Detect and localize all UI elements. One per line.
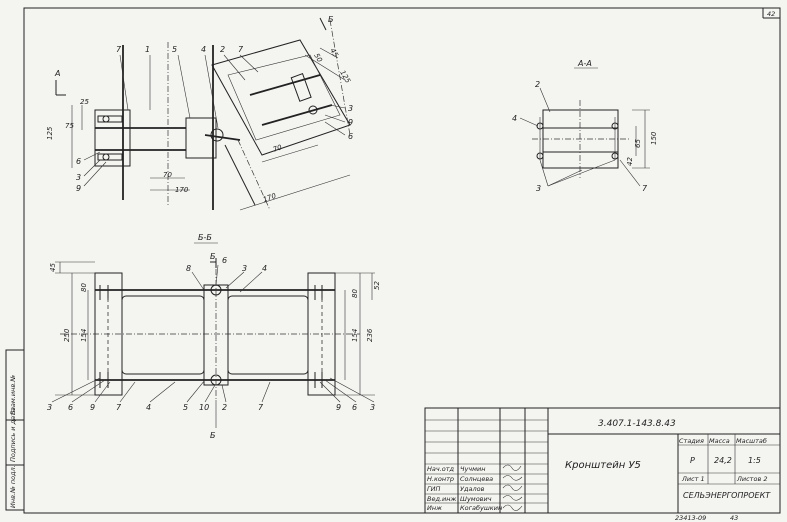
aa-view-title: А-А bbox=[577, 59, 592, 68]
aa-dim-42: 42 bbox=[626, 157, 634, 166]
bb-bot-9b: 9 bbox=[336, 403, 341, 412]
scale-header: Масштаб bbox=[736, 437, 767, 445]
sig-name-3: Шумович bbox=[460, 495, 492, 503]
part-5: 5 bbox=[172, 45, 177, 54]
part-7a: 7 bbox=[116, 45, 122, 54]
bb-dim-154l: 154 bbox=[80, 329, 88, 342]
bb-dim-250: 250 bbox=[63, 328, 71, 342]
bb-bot-4: 4 bbox=[146, 403, 151, 412]
dim-70a: 70 bbox=[163, 171, 172, 179]
page-number: 43 bbox=[730, 514, 738, 522]
bb-bot-2: 2 bbox=[222, 403, 227, 412]
dim-45: 45 bbox=[328, 47, 340, 59]
stamp-sign: Подпись и дата bbox=[9, 408, 17, 462]
dim-70b: 70 bbox=[272, 143, 284, 154]
bb-bot-6b: 6 bbox=[352, 403, 357, 412]
bb-view-title: Б-Б bbox=[198, 233, 212, 242]
part-3b: 3 bbox=[76, 173, 81, 182]
sig-name-2: Удалов bbox=[460, 485, 485, 493]
aa-part-3: 3 bbox=[536, 184, 541, 193]
part-1: 1 bbox=[145, 45, 150, 54]
sheets-label: Листов 2 bbox=[736, 475, 767, 483]
bb-bot-3a: 3 bbox=[47, 403, 52, 412]
sig-role-2: ГИП bbox=[427, 485, 440, 493]
dim-75: 75 bbox=[65, 122, 74, 130]
dim-125: 125 bbox=[46, 126, 54, 140]
sig-role-3: Вед.инж bbox=[427, 495, 456, 503]
aa-part-4: 4 bbox=[512, 114, 517, 123]
sig-name-4: Когабушкин bbox=[460, 504, 502, 512]
sig-role-4: Инж bbox=[427, 504, 442, 512]
bb-bot-7a: 7 bbox=[116, 403, 122, 412]
signature-marks bbox=[502, 464, 523, 511]
sig-name-1: Солнцева bbox=[460, 475, 493, 483]
archive-number: 23413-09 bbox=[675, 514, 706, 522]
left-view: А Б bbox=[46, 15, 353, 211]
bb-dim-154r: 154 bbox=[351, 329, 359, 342]
sig-role-0: Нач.отд bbox=[427, 465, 455, 473]
bb-bot-6a: 6 bbox=[68, 403, 73, 412]
sig-role-1: Н.контр bbox=[427, 475, 454, 483]
aa-part-2: 2 bbox=[535, 80, 540, 89]
bb-top-6: 6 bbox=[222, 256, 227, 265]
doc-code: 3.407.1-143.8.43 bbox=[598, 419, 676, 429]
stamp-orig: Инв.№ подл. bbox=[9, 465, 17, 508]
part-7b: 7 bbox=[238, 45, 244, 54]
dim-50: 50 bbox=[312, 52, 324, 64]
mass-header: Масса bbox=[709, 437, 730, 445]
stage-value: Р bbox=[690, 456, 695, 465]
sheet-frame bbox=[23, 7, 781, 514]
aa-view: А-А 150 65 42 2 4 3 7 bbox=[512, 59, 658, 193]
part-6b: 6 bbox=[76, 157, 81, 166]
bb-dim-52: 52 bbox=[373, 281, 381, 290]
bb-mark-bottom: Б bbox=[210, 431, 216, 440]
bb-top-8: 8 bbox=[186, 264, 191, 273]
bb-bot-5: 5 bbox=[183, 403, 188, 412]
dim-25: 25 bbox=[80, 98, 89, 106]
left-view-b-mark: Б bbox=[328, 15, 334, 24]
dim-170b: 170 bbox=[262, 192, 278, 204]
aa-part-7: 7 bbox=[642, 184, 648, 193]
scale-value: 1:5 bbox=[748, 456, 761, 465]
bb-view: Б-Б Б Б bbox=[47, 233, 381, 440]
part-9b: 9 bbox=[76, 184, 81, 193]
dim-170a: 170 bbox=[175, 186, 189, 194]
bb-dim-80l: 80 bbox=[80, 283, 88, 292]
sheet-number: 42 bbox=[767, 10, 775, 18]
bb-dim-236: 236 bbox=[366, 328, 374, 342]
part-4: 4 bbox=[201, 45, 206, 54]
stage-header: Стадия bbox=[679, 437, 704, 445]
drawing-title: Кронштейн У5 bbox=[565, 460, 641, 471]
bb-bot-3b: 3 bbox=[370, 403, 375, 412]
bb-bot-9a: 9 bbox=[90, 403, 95, 412]
bb-top-4: 4 bbox=[262, 264, 267, 273]
side-stamp: Взам.инв.№ Подпись и дата Инв.№ подл. bbox=[5, 349, 25, 511]
view-a-arrow-label: А bbox=[54, 69, 60, 78]
bb-bot-7b: 7 bbox=[258, 403, 264, 412]
mass-value: 24,2 bbox=[714, 456, 732, 465]
organization: СЕЛЬЭНЕРГОПРОЕКТ bbox=[683, 491, 771, 500]
stamp-inv: Взам.инв.№ bbox=[9, 375, 17, 415]
part-2: 2 bbox=[220, 45, 225, 54]
part-6a: 6 bbox=[348, 132, 353, 141]
bb-mark-top: Б bbox=[210, 252, 216, 261]
bb-dim-45: 45 bbox=[49, 263, 57, 272]
part-9a: 9 bbox=[348, 118, 353, 127]
part-3a: 3 bbox=[348, 104, 353, 113]
bb-top-3: 3 bbox=[242, 264, 247, 273]
sheet-label: Лист 1 bbox=[681, 475, 705, 483]
sig-name-0: Чучмин bbox=[460, 465, 486, 473]
aa-dim-65: 65 bbox=[634, 139, 642, 148]
aa-dim-150: 150 bbox=[650, 131, 658, 145]
bb-bot-10: 10 bbox=[199, 403, 209, 412]
bb-dim-80r: 80 bbox=[351, 289, 359, 298]
title-block: 3.407.1-143.8.43 Стадия Масса Масштаб Р … bbox=[424, 407, 781, 514]
